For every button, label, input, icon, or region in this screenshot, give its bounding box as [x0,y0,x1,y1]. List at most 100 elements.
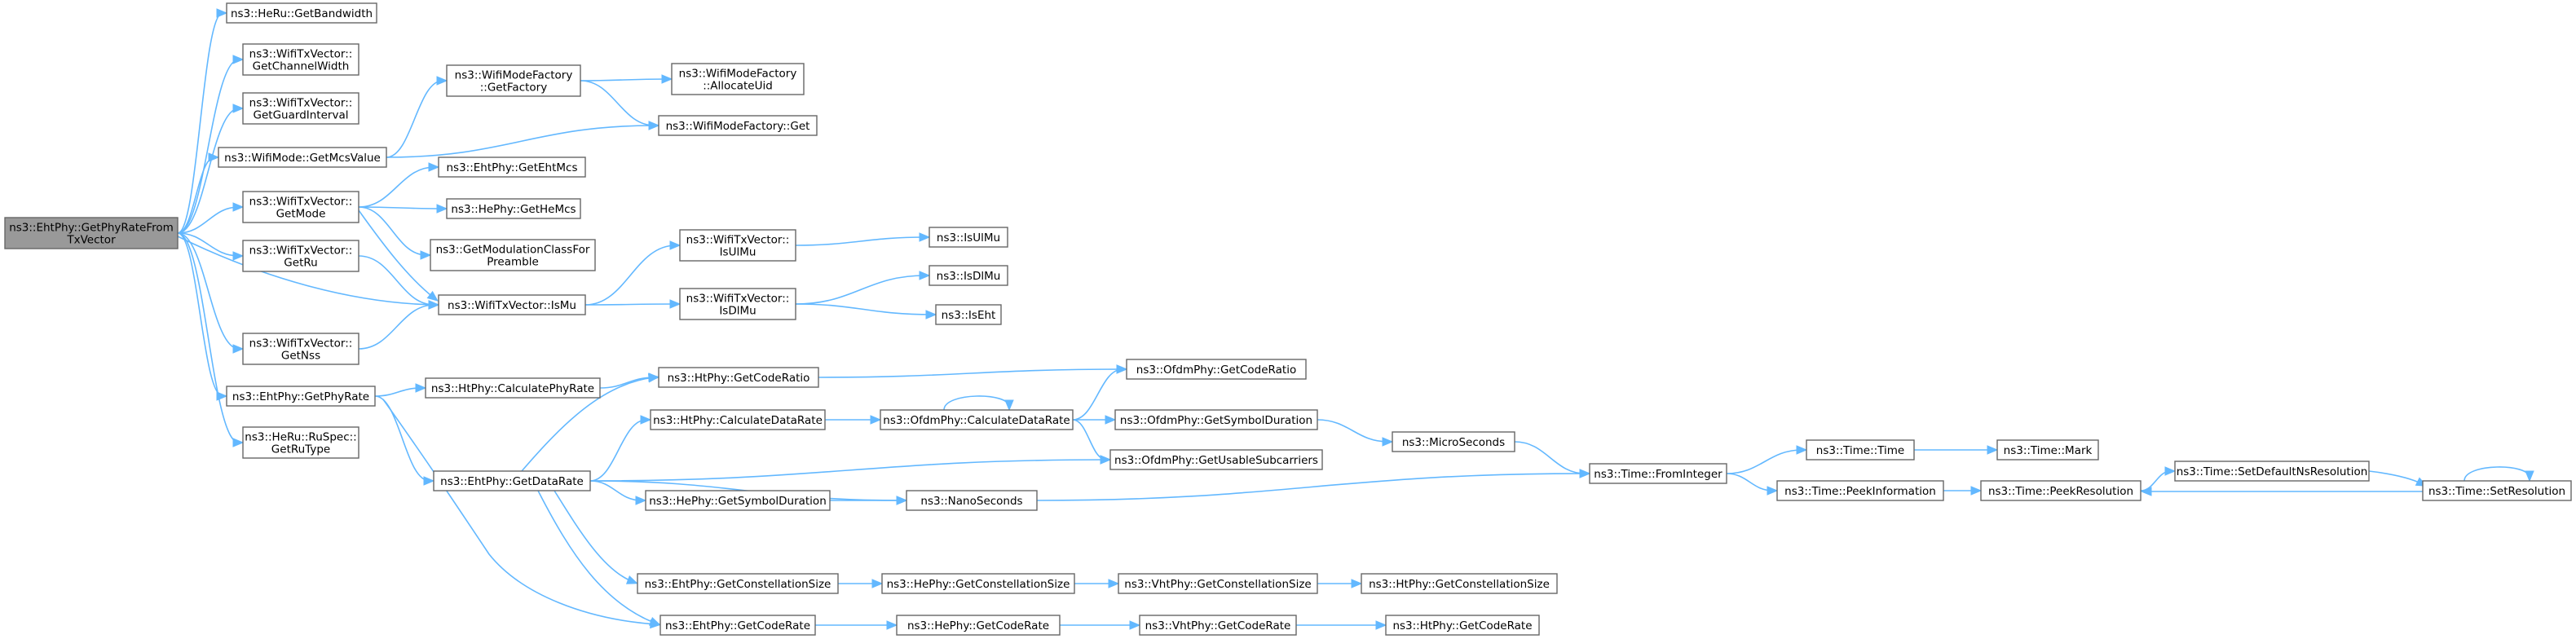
node-box[interactable] [242,191,359,223]
node-txv_isulmu[interactable]: ns3::WifiTxVector::IsUlMu [679,229,796,262]
node-txv_ru[interactable]: ns3::WifiTxVector::GetRu [242,240,359,272]
node-wmf_getfactory[interactable]: ns3::WifiModeFactory::GetFactory [446,64,581,97]
node-time_peekres[interactable]: ns3::Time::PeekResolution [1980,480,2142,501]
node-box[interactable] [935,304,1002,325]
node-time_time[interactable]: ns3::Time::Time [1806,439,1915,461]
node-box[interactable] [637,573,839,594]
node-box[interactable] [2174,461,2370,482]
node-box[interactable] [242,240,359,272]
node-box[interactable] [4,217,179,249]
node-wmf_get[interactable]: ns3::WifiModeFactory::Get [658,115,818,136]
node-vht_coderate[interactable]: ns3::VhtPhy::GetCodeRate [1139,615,1297,636]
node-box[interactable] [1109,449,1323,470]
node-wm_mcs[interactable]: ns3::WifiMode::GetMcsValue [218,147,387,168]
node-wmf_alloc[interactable]: ns3::WifiModeFactory::AllocateUid [671,63,805,95]
node-box[interactable] [1118,573,1318,594]
node-box[interactable] [645,490,831,511]
node-box[interactable] [438,294,586,315]
node-he_const[interactable]: ns3::HePhy::GetConstellationSize [881,573,1075,594]
node-box[interactable] [226,386,376,407]
node-eht_datarate[interactable]: ns3::EhtPhy::GetDataRate [433,470,591,491]
node-box[interactable] [1385,615,1540,636]
edge-root-to-txv_ru [177,232,245,261]
node-eht_coderate[interactable]: ns3::EhtPhy::GetCodeRate [659,615,816,636]
node-box[interactable] [906,490,1038,511]
node-he_coderate[interactable]: ns3::HePhy::GetCodeRate [896,615,1061,636]
node-box[interactable] [1806,439,1915,461]
node-txv_gi[interactable]: ns3::WifiTxVector::GetGuardInterval [242,92,359,125]
node-box[interactable] [1114,409,1318,430]
node-box[interactable] [671,63,805,95]
node-box[interactable] [658,115,818,136]
node-box[interactable] [650,409,826,430]
node-isdlmu[interactable]: ns3::IsDlMu [929,265,1008,286]
node-box[interactable] [446,198,581,219]
node-box[interactable] [1776,480,1944,501]
node-box[interactable] [679,288,796,320]
node-box[interactable] [929,227,1008,248]
node-box[interactable] [430,239,596,271]
node-txv_mode[interactable]: ns3::WifiTxVector::GetMode [242,191,359,223]
node-box[interactable] [1996,439,2099,461]
node-box[interactable] [659,615,816,636]
node-txv_isdlmu[interactable]: ns3::WifiTxVector::IsDlMu [679,288,796,320]
node-box[interactable] [2422,480,2572,501]
edge-arrowhead [1116,364,1128,374]
node-box[interactable] [226,2,377,24]
node-iseht[interactable]: ns3::IsEht [935,304,1002,325]
node-box[interactable] [446,64,581,97]
node-nanosec[interactable]: ns3::NanoSeconds [906,490,1038,511]
node-txv_ismu[interactable]: ns3::WifiTxVector::IsMu [438,294,586,315]
node-ht_const[interactable]: ns3::HtPhy::GetConstellationSize [1361,573,1558,594]
node-ht_coderatio[interactable]: ns3::HtPhy::GetCodeRatio [658,367,819,388]
node-txv_nss[interactable]: ns3::WifiTxVector::GetNss [242,333,359,365]
node-ruspec[interactable]: ns3::HeRu::RuSpec::GetRuType [242,426,359,459]
node-ht_coderate[interactable]: ns3::HtPhy::GetCodeRate [1385,615,1540,636]
node-box[interactable] [242,43,359,76]
node-ofdm_calcdata[interactable]: ns3::OfdmPhy::CalculateDataRate [880,409,1074,430]
node-box[interactable] [1589,463,1727,484]
node-ofdm_symdur[interactable]: ns3::OfdmPhy::GetSymbolDuration [1114,409,1318,430]
node-box[interactable] [433,470,591,491]
node-time_mark[interactable]: ns3::Time::Mark [1996,439,2099,461]
node-time_fromint[interactable]: ns3::Time::FromInteger [1589,463,1727,484]
node-box[interactable] [1126,359,1307,380]
node-box[interactable] [425,377,601,399]
node-time_setdef[interactable]: ns3::Time::SetDefaultNsResolution [2174,461,2370,482]
node-time_peekinfo[interactable]: ns3::Time::PeekInformation [1776,480,1944,501]
node-microsec[interactable]: ns3::MicroSeconds [1392,431,1515,452]
node-isulmu[interactable]: ns3::IsUlMu [929,227,1008,248]
node-vht_const[interactable]: ns3::VhtPhy::GetConstellationSize [1118,573,1318,594]
node-eht_ehtmcs[interactable]: ns3::EhtPhy::GetEhtMcs [438,156,586,178]
node-box[interactable] [658,367,819,388]
node-eht_const[interactable]: ns3::EhtPhy::GetConstellationSize [637,573,839,594]
node-eht_phyrate[interactable]: ns3::EhtPhy::GetPhyRate [226,386,376,407]
node-box[interactable] [1139,615,1297,636]
node-time_setres[interactable]: ns3::Time::SetResolution [2422,480,2572,501]
node-box[interactable] [1361,573,1558,594]
node-box[interactable] [679,229,796,262]
node-box[interactable] [929,265,1008,286]
node-ofdm_usable[interactable]: ns3::OfdmPhy::GetUsableSubcarriers [1109,449,1323,470]
node-he_hemcs[interactable]: ns3::HePhy::GetHeMcs [446,198,581,219]
node-ofdm_coderatio[interactable]: ns3::OfdmPhy::GetCodeRatio [1126,359,1307,380]
node-he_symdur[interactable]: ns3::HePhy::GetSymbolDuration [645,490,831,511]
node-box[interactable] [438,156,586,178]
node-box[interactable] [1392,431,1515,452]
node-txv_cw[interactable]: ns3::WifiTxVector::GetChannelWidth [242,43,359,76]
node-label: ns3::HtPhy::CalculateDataRate [653,414,823,427]
node-box[interactable] [242,426,359,459]
node-box[interactable] [880,409,1074,430]
edge-arrowhead [871,579,884,588]
node-box[interactable] [881,573,1075,594]
node-ht_calcdata[interactable]: ns3::HtPhy::CalculateDataRate [650,409,826,430]
node-box[interactable] [242,333,359,365]
node-ht_calcphy[interactable]: ns3::HtPhy::CalculatePhyRate [425,377,601,399]
node-box[interactable] [896,615,1061,636]
node-heru_bw[interactable]: ns3::HeRu::GetBandwidth [226,2,377,24]
node-box[interactable] [1980,480,2142,501]
node-box[interactable] [242,92,359,125]
node-box[interactable] [218,147,387,168]
